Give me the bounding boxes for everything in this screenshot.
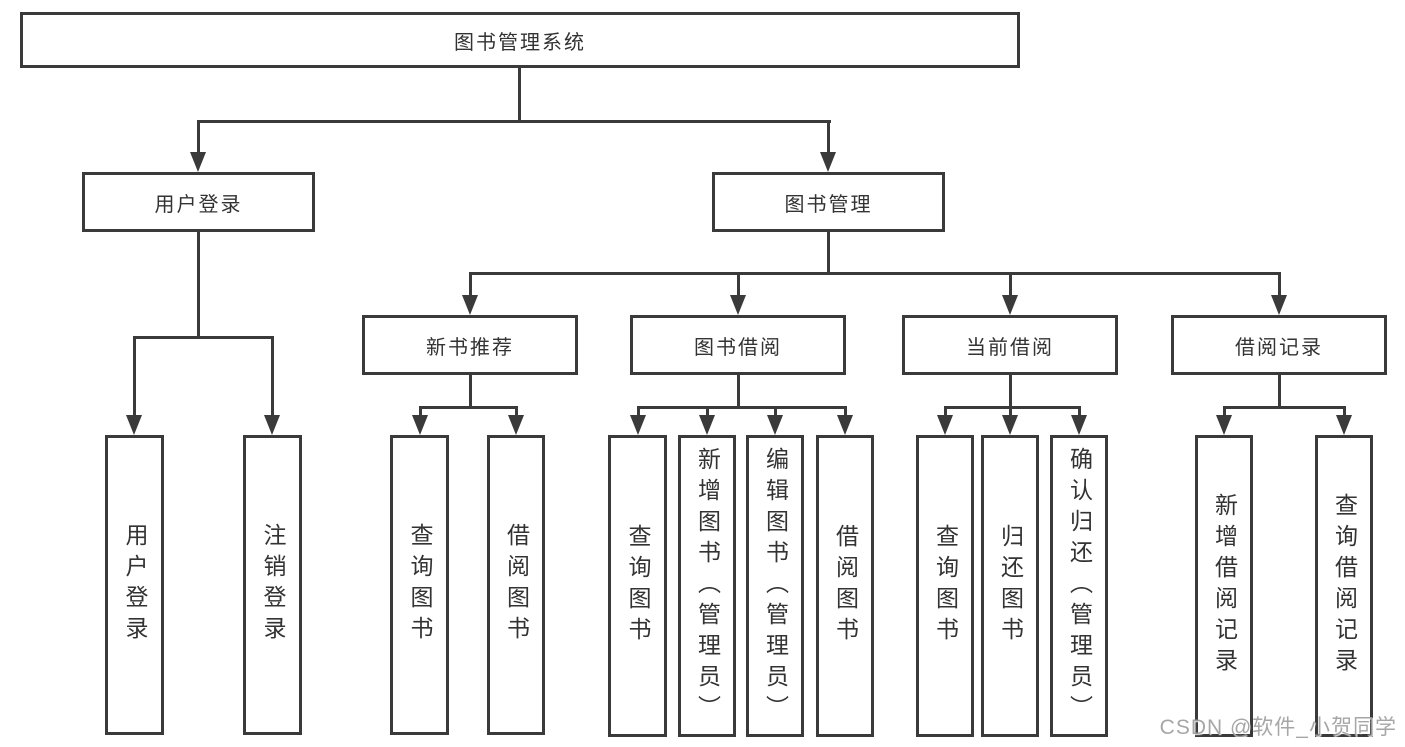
connector-drop-leaf bbox=[1343, 406, 1346, 420]
connector-drop-leaf bbox=[637, 406, 640, 420]
arrow-down-icon bbox=[508, 415, 524, 435]
arrow-down-icon bbox=[1336, 415, 1352, 435]
node-root: 图书管理系统 bbox=[20, 12, 1020, 68]
arrow-down-icon bbox=[1002, 295, 1018, 315]
connector-drop-leaf bbox=[774, 406, 777, 420]
node-book-management: 图书管理 bbox=[712, 172, 945, 232]
arrow-down-icon bbox=[699, 415, 715, 435]
arrow-down-icon bbox=[820, 152, 836, 172]
connector-bookmgmt-stem bbox=[827, 232, 830, 275]
arrow-down-icon bbox=[730, 295, 746, 315]
connector-group-stem bbox=[1009, 375, 1012, 409]
leaf-logout: 注销登录 bbox=[243, 435, 302, 735]
arrow-down-icon bbox=[462, 295, 478, 315]
arrow-down-icon bbox=[1216, 415, 1232, 435]
connector-userlogin-stem bbox=[197, 232, 200, 339]
connector-drop-user-login bbox=[197, 120, 200, 158]
leaf-query-borrow-record: 查询借阅记录 bbox=[1315, 435, 1373, 737]
arrow-down-icon bbox=[264, 415, 280, 435]
leaf-query-books-borrow: 查询图书 bbox=[608, 435, 667, 737]
leaf-borrow-books: 借阅图书 bbox=[816, 435, 874, 737]
leaf-return-books: 归还图书 bbox=[981, 435, 1039, 737]
connector-group-stem bbox=[469, 375, 472, 409]
connector-bookmgmt-bus bbox=[469, 272, 1280, 275]
node-user-login: 用户登录 bbox=[82, 172, 315, 232]
arrow-down-icon bbox=[630, 415, 646, 435]
connector-group-bus bbox=[1223, 406, 1345, 409]
arrow-down-icon bbox=[190, 152, 206, 172]
csdn-watermark: CSDN @软件_小贺同学 bbox=[1159, 716, 1397, 739]
arrow-down-icon bbox=[1002, 415, 1018, 435]
connector-drop-leaf bbox=[1223, 406, 1226, 420]
connector-drop-leaf bbox=[133, 336, 136, 418]
node-book-borrow: 图书借阅 bbox=[630, 315, 846, 375]
leaf-confirm-return-admin: 确认归还（管理员） bbox=[1050, 435, 1108, 737]
connector-drop-leaf bbox=[1009, 406, 1012, 420]
connector-drop-group bbox=[737, 272, 740, 298]
connector-root-bus bbox=[197, 120, 831, 123]
arrow-down-icon bbox=[126, 415, 142, 435]
node-new-book-recommend: 新书推荐 bbox=[362, 315, 578, 375]
connector-drop-leaf bbox=[706, 406, 709, 420]
leaf-user-login: 用户登录 bbox=[105, 435, 164, 735]
node-borrow-records: 借阅记录 bbox=[1171, 315, 1387, 375]
connector-drop-leaf bbox=[944, 406, 947, 420]
connector-group-bus bbox=[419, 406, 517, 409]
connector-drop-leaf bbox=[419, 406, 422, 420]
connector-root-stem bbox=[518, 68, 521, 122]
connector-group-stem bbox=[737, 375, 740, 409]
arrow-down-icon bbox=[412, 415, 428, 435]
arrow-down-icon bbox=[1271, 295, 1287, 315]
arrow-down-icon bbox=[837, 415, 853, 435]
connector-drop-group bbox=[469, 272, 472, 298]
leaf-add-books-admin: 新增图书（管理员） bbox=[678, 435, 736, 737]
connector-group-bus bbox=[944, 406, 1080, 409]
leaf-edit-books-admin: 编辑图书（管理员） bbox=[746, 435, 804, 737]
connector-group-bus bbox=[637, 406, 846, 409]
arrow-down-icon bbox=[767, 415, 783, 435]
leaf-add-borrow-record: 新增借阅记录 bbox=[1195, 435, 1253, 737]
connector-group-stem bbox=[1278, 375, 1281, 409]
connector-userlogin-bus bbox=[133, 336, 273, 339]
connector-drop-book-mgmt bbox=[827, 120, 830, 158]
connector-drop-group bbox=[1009, 272, 1012, 298]
leaf-borrow-books-recommend: 借阅图书 bbox=[487, 435, 545, 735]
leaf-query-books-current: 查询图书 bbox=[916, 435, 974, 737]
connector-drop-leaf bbox=[515, 406, 518, 420]
connector-drop-leaf bbox=[844, 406, 847, 420]
arrow-down-icon bbox=[937, 415, 953, 435]
leaf-query-books-recommend: 查询图书 bbox=[390, 435, 449, 735]
connector-drop-leaf bbox=[271, 336, 274, 418]
arrow-down-icon bbox=[1071, 415, 1087, 435]
node-current-borrow: 当前借阅 bbox=[902, 315, 1118, 375]
connector-drop-group bbox=[1278, 272, 1281, 298]
connector-drop-leaf bbox=[1078, 406, 1081, 420]
